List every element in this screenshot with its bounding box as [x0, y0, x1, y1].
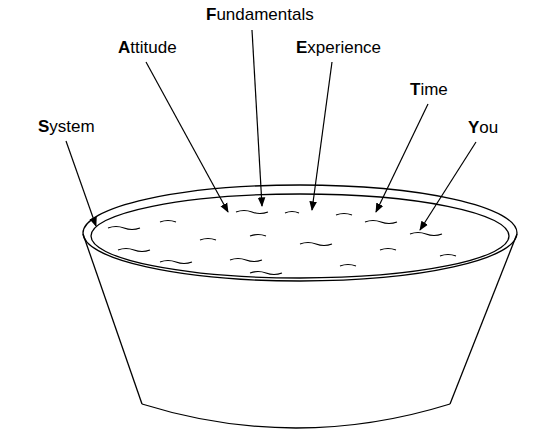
ripple: [380, 249, 396, 251]
ripple: [300, 243, 332, 246]
ripple: [250, 235, 266, 237]
ripple: [160, 221, 176, 223]
ripple: [160, 261, 192, 264]
ripple: [236, 211, 268, 214]
part-label: Time: [410, 80, 448, 100]
label-holder: Fundamentals: [206, 5, 314, 25]
ripple: [365, 221, 397, 224]
ripple: [285, 212, 299, 214]
bowl-rim: [83, 185, 517, 281]
liquid-ripples: [108, 211, 456, 275]
part-label: Fundamentals: [206, 5, 314, 25]
leader-arrows: [66, 30, 476, 230]
leader-arrow: [252, 30, 262, 206]
ripple: [250, 272, 282, 275]
label-holder: Attitude: [118, 38, 177, 58]
part-label: You: [468, 118, 498, 138]
bowl-side: [83, 234, 142, 404]
leader-arrow: [420, 142, 476, 230]
part-label: Experience: [296, 38, 381, 58]
leader-arrow: [376, 104, 428, 212]
ripple: [118, 249, 150, 252]
label-holder: Time: [410, 80, 448, 100]
liquid-surface: [91, 194, 509, 278]
ripple: [336, 214, 352, 216]
label-holder: System: [38, 117, 95, 137]
label-holder: Experience: [296, 38, 381, 58]
label-holder: You: [468, 118, 498, 138]
bowl-side: [450, 234, 517, 404]
ripple: [340, 265, 356, 267]
bowl-base: [142, 404, 450, 428]
leader-arrow: [66, 141, 96, 226]
ripple: [108, 227, 140, 230]
leader-arrow: [312, 62, 332, 210]
part-label: Attitude: [118, 38, 177, 58]
ripple: [410, 233, 442, 236]
bowl-outline: [83, 185, 517, 428]
part-label: System: [38, 117, 95, 137]
leader-arrow: [146, 62, 228, 212]
ripple: [230, 259, 262, 262]
ripple: [440, 255, 456, 257]
ripple: [200, 239, 216, 241]
